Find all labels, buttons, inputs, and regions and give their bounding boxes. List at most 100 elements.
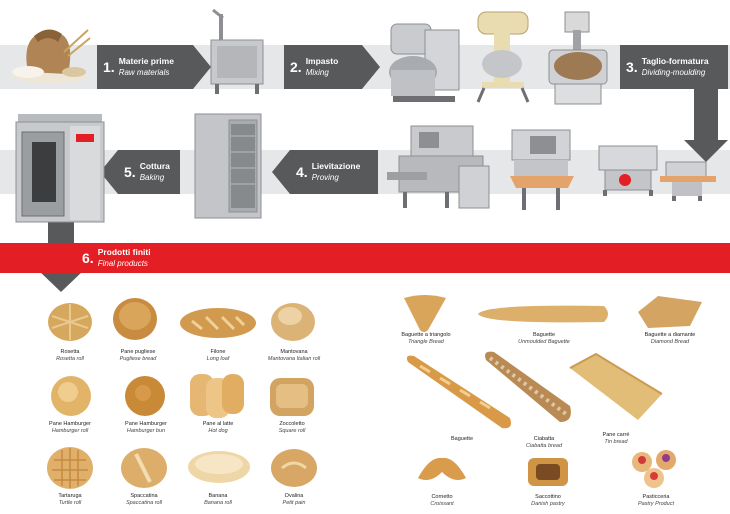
hamburger-roll-image — [51, 376, 91, 416]
step-label-en: Raw materials — [118, 68, 170, 77]
step-arrowhead — [193, 45, 211, 89]
step-label-en: Baking — [139, 173, 165, 182]
product-name-it: Saccottino — [535, 494, 561, 500]
step-label-it: Cottura — [139, 161, 170, 171]
product-caption: Baguette — [422, 436, 502, 443]
product-name-en: Hamburger roll — [51, 428, 89, 434]
product-name-it: Tartaruga — [58, 493, 82, 499]
step-number: 4. — [296, 164, 308, 180]
step-label-en: Mixing — [305, 68, 329, 77]
rack-proving-cabinet — [194, 113, 262, 219]
product-name-en: Mantovana Italian roll — [267, 356, 321, 362]
step-number: 3. — [626, 59, 638, 75]
hot-dog-roll-image — [190, 374, 244, 418]
product-name-it: Rosetta — [60, 349, 80, 355]
product-name-it: Zoccoletto — [279, 421, 305, 427]
danish-pastry-image — [528, 458, 568, 486]
product-name-en: Pastry Product — [637, 501, 675, 507]
rotary-rack-oven — [15, 114, 105, 223]
dough-sheeter-machine — [660, 161, 716, 201]
step-number: 6. — [82, 250, 94, 266]
step-number: 1. — [103, 59, 115, 75]
planetary-mixer — [476, 11, 530, 103]
product-name-en: Hot dog — [208, 428, 228, 434]
step-label-en: Final products — [97, 259, 148, 268]
rosetta-roll-image — [48, 303, 92, 341]
step-label-it: Taglio-formatura — [641, 56, 709, 66]
product-name-it: Pane carré — [602, 432, 630, 438]
product-name-en: Spaccatina roll — [125, 500, 163, 506]
baguette-image — [406, 355, 511, 429]
product-name-en: Square roll — [278, 428, 306, 434]
spiral-mixer-2 — [548, 11, 608, 105]
step-number: 2. — [290, 59, 302, 75]
product-name-en: Unmoulded Baguette — [518, 339, 570, 345]
triangle-bread-image — [404, 295, 446, 332]
pugliese-bread-image — [113, 298, 157, 340]
product-name-en: Diamond Bread — [650, 339, 690, 345]
product-name-it: Banana — [208, 493, 228, 499]
product-name-it: Pane Hamburger — [125, 421, 167, 427]
product-name-en: Petit pain — [282, 500, 306, 506]
spaccatina-roll-image — [121, 448, 167, 488]
connector-arrowhead-down-left — [38, 270, 84, 292]
product-name-it: Pane pugliese — [120, 349, 156, 355]
product-name-en: Ciabatta bread — [525, 443, 563, 449]
product-name-en: Hamburger bun — [126, 428, 166, 434]
turtle-roll-image — [47, 447, 93, 489]
product-name-it: Filone — [210, 349, 226, 355]
connector-arrowhead-down-right — [684, 140, 728, 162]
croissant-image — [418, 457, 466, 480]
product-name-en: Danish pastry — [531, 501, 565, 507]
step-label-it: Materie prime — [118, 56, 174, 66]
ciabatta-bread-image — [485, 351, 571, 422]
step-arrowhead — [362, 45, 380, 89]
step-label-it: Impasto — [305, 56, 339, 66]
banana-roll-image — [188, 451, 250, 483]
petit-pain-image — [271, 449, 317, 487]
spiral-mixer-1 — [389, 23, 460, 102]
hamburger-bun-image — [125, 376, 165, 416]
step-label-it: Lievitazione — [311, 161, 361, 171]
product-name-it: Pasticceria — [642, 494, 670, 500]
flour-sack-image — [12, 29, 91, 83]
square-roll-image — [270, 378, 314, 416]
product-name-it: Mantovana — [280, 349, 308, 355]
step-label-it: Prodotti finiti — [97, 247, 151, 257]
product-name-it: Baguette — [532, 332, 556, 338]
pastry-product-image — [632, 450, 676, 488]
final-products-bar — [0, 243, 730, 273]
product-name-en: Rosetta roll — [56, 356, 84, 362]
proving-cabinet-machine — [510, 129, 574, 210]
product-name-en: Long loaf — [206, 356, 230, 362]
product-name-it: Pane al latte — [202, 421, 234, 427]
water-dispenser-machine — [210, 8, 264, 94]
product-name-it: Ovalina — [284, 493, 304, 499]
tin-bread-image — [569, 352, 663, 420]
step-label-en: Dividing-moulding — [641, 68, 706, 77]
product-name-it: Ciabatta — [533, 436, 555, 442]
intermediate-prover-machine — [387, 125, 490, 209]
